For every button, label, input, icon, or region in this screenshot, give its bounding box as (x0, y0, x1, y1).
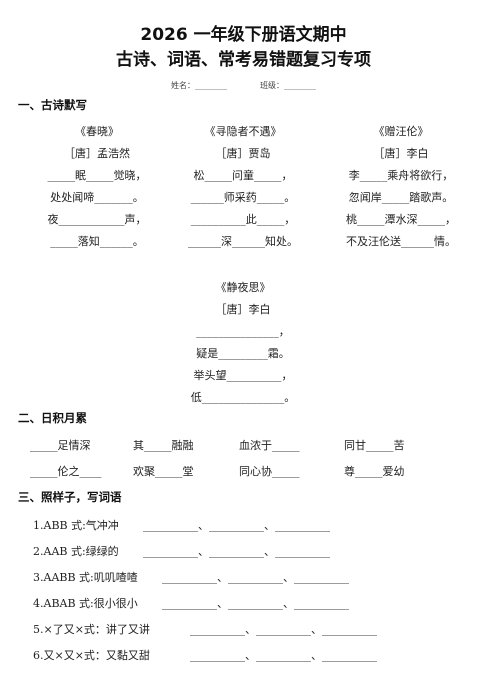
pattern-blanks[interactable]: __________、__________、__________ (162, 571, 349, 584)
poem-line[interactable]: 松_____问童_____， (193, 169, 293, 182)
phrase-item[interactable]: 欢聚_____堂 (133, 465, 194, 478)
poem-line[interactable]: _____落知______。 (50, 235, 144, 248)
poem-xunyinzhe: 《寻隐者不遇》 ［唐］贾岛 松_____问童_____， ______师采药__… (168, 121, 318, 253)
phrase-item[interactable]: 同甘_____苦 (344, 439, 405, 452)
pattern-row: 2.AAB 式:绿绿的 __________、__________、______… (0, 543, 487, 559)
class-blank[interactable]: ________ (284, 81, 317, 90)
name-blank[interactable]: ________ (194, 81, 227, 90)
poem-line[interactable]: _____眠_____觉晓， (47, 169, 147, 182)
poem-line[interactable]: 夜____________声， (47, 213, 147, 226)
phrase-item[interactable]: 血浓于_____ (239, 439, 300, 452)
pattern-row: 5.×了又×式：讲了又讲 __________、__________、_____… (0, 621, 487, 637)
poem-line[interactable]: 桃_____潭水深_____， (346, 213, 456, 226)
poem-title: 《静夜思》 (215, 281, 271, 294)
poem-line[interactable]: ______师采药_____。 (190, 191, 296, 204)
pattern-prompt: 2.AAB 式:绿绿的 (33, 545, 119, 558)
section-heading-word-patterns: 三、照样子，写词语 (18, 490, 122, 504)
poem-title: 《春晓》 (75, 125, 119, 138)
pattern-prompt: 6.又×又×式：又黏又甜 (33, 649, 150, 662)
poem-line[interactable]: __________此_____， (190, 213, 296, 226)
phrase-row: _____足情深 其_____融融 血浓于_____ 同甘_____苦 (0, 437, 487, 453)
pattern-prompt: 5.×了又×式：讲了又讲 (33, 623, 150, 636)
poem-author: ［唐］贾岛 (215, 147, 271, 160)
poem-title: 《赠汪伦》 (373, 125, 429, 138)
student-info: 姓名：________ 班级：________ (0, 80, 487, 91)
poem-author: ［唐］孟浩然 (64, 147, 130, 160)
pattern-blanks[interactable]: __________、__________、__________ (143, 545, 330, 558)
phrase-item[interactable]: _____伦之____ (30, 465, 102, 478)
class-label: 班级： (260, 81, 285, 90)
pattern-prompt: 3.AABB 式:叽叽喳喳 (33, 571, 138, 584)
section-heading-poems: 一、古诗默写 (18, 98, 87, 112)
pattern-prompt: 4.ABAB 式:很小很小 (33, 597, 138, 610)
name-label: 姓名： (170, 81, 195, 90)
poem-jingyesi: 《静夜思》 ［唐］李白 _______________， 疑是_________… (168, 277, 318, 409)
pattern-blanks[interactable]: __________、__________、__________ (190, 623, 377, 636)
poem-author: ［唐］李白 (215, 303, 271, 316)
poem-line[interactable]: 举头望__________， (193, 369, 293, 382)
pattern-blanks[interactable]: __________、__________、__________ (143, 519, 330, 532)
page-title: 2026 一年级下册语文期中 (140, 25, 347, 45)
pattern-row: 1.ABB 式:气冲冲 __________、__________、______… (0, 517, 487, 533)
poem-line[interactable]: _______________， (196, 325, 290, 338)
phrase-item[interactable]: _____足情深 (30, 439, 91, 452)
poem-title: 《寻隐者不遇》 (204, 125, 282, 138)
poem-line[interactable]: ______深______知处。 (188, 235, 298, 248)
pattern-row: 4.ABAB 式:很小很小 __________、__________、____… (0, 595, 487, 611)
phrase-item[interactable]: 尊_____爱幼 (344, 465, 405, 478)
section-heading-accumulation: 二、日积月累 (18, 411, 87, 425)
phrase-item[interactable]: 同心协_____ (239, 465, 300, 478)
poem-chunxiao: 《春晓》 ［唐］孟浩然 _____眠_____觉晓， 处处闻啼_______。 … (22, 121, 172, 253)
poem-line[interactable]: 疑是_________霜。 (196, 347, 290, 360)
poem-line[interactable]: 低_______________。 (190, 391, 296, 404)
page-subtitle: 古诗、词语、常考易错题复习专项 (116, 50, 371, 70)
phrase-item[interactable]: 其_____融融 (133, 439, 194, 452)
pattern-row: 6.又×又×式：又黏又甜 __________、__________、_____… (0, 647, 487, 663)
pattern-prompt: 1.ABB 式:气冲冲 (33, 519, 119, 532)
pattern-blanks[interactable]: __________、__________、__________ (162, 597, 349, 610)
poem-line[interactable]: 忽闻岸_____踏歌声。 (348, 191, 454, 204)
pattern-blanks[interactable]: __________、__________、__________ (190, 649, 377, 662)
poem-line[interactable]: 不及汪伦送______情。 (346, 235, 456, 248)
phrase-row: _____伦之____ 欢聚_____堂 同心协_____ 尊_____爱幼 (0, 463, 487, 479)
poem-line[interactable]: 李_____乘舟将欲行， (348, 169, 454, 182)
poem-author: ［唐］李白 (373, 147, 429, 160)
pattern-row: 3.AABB 式:叽叽喳喳 __________、__________、____… (0, 569, 487, 585)
poem-line[interactable]: 处处闻啼_______。 (50, 191, 144, 204)
poem-zengwanglun: 《赠汪伦》 ［唐］李白 李_____乘舟将欲行， 忽闻岸_____踏歌声。 桃_… (326, 121, 476, 253)
